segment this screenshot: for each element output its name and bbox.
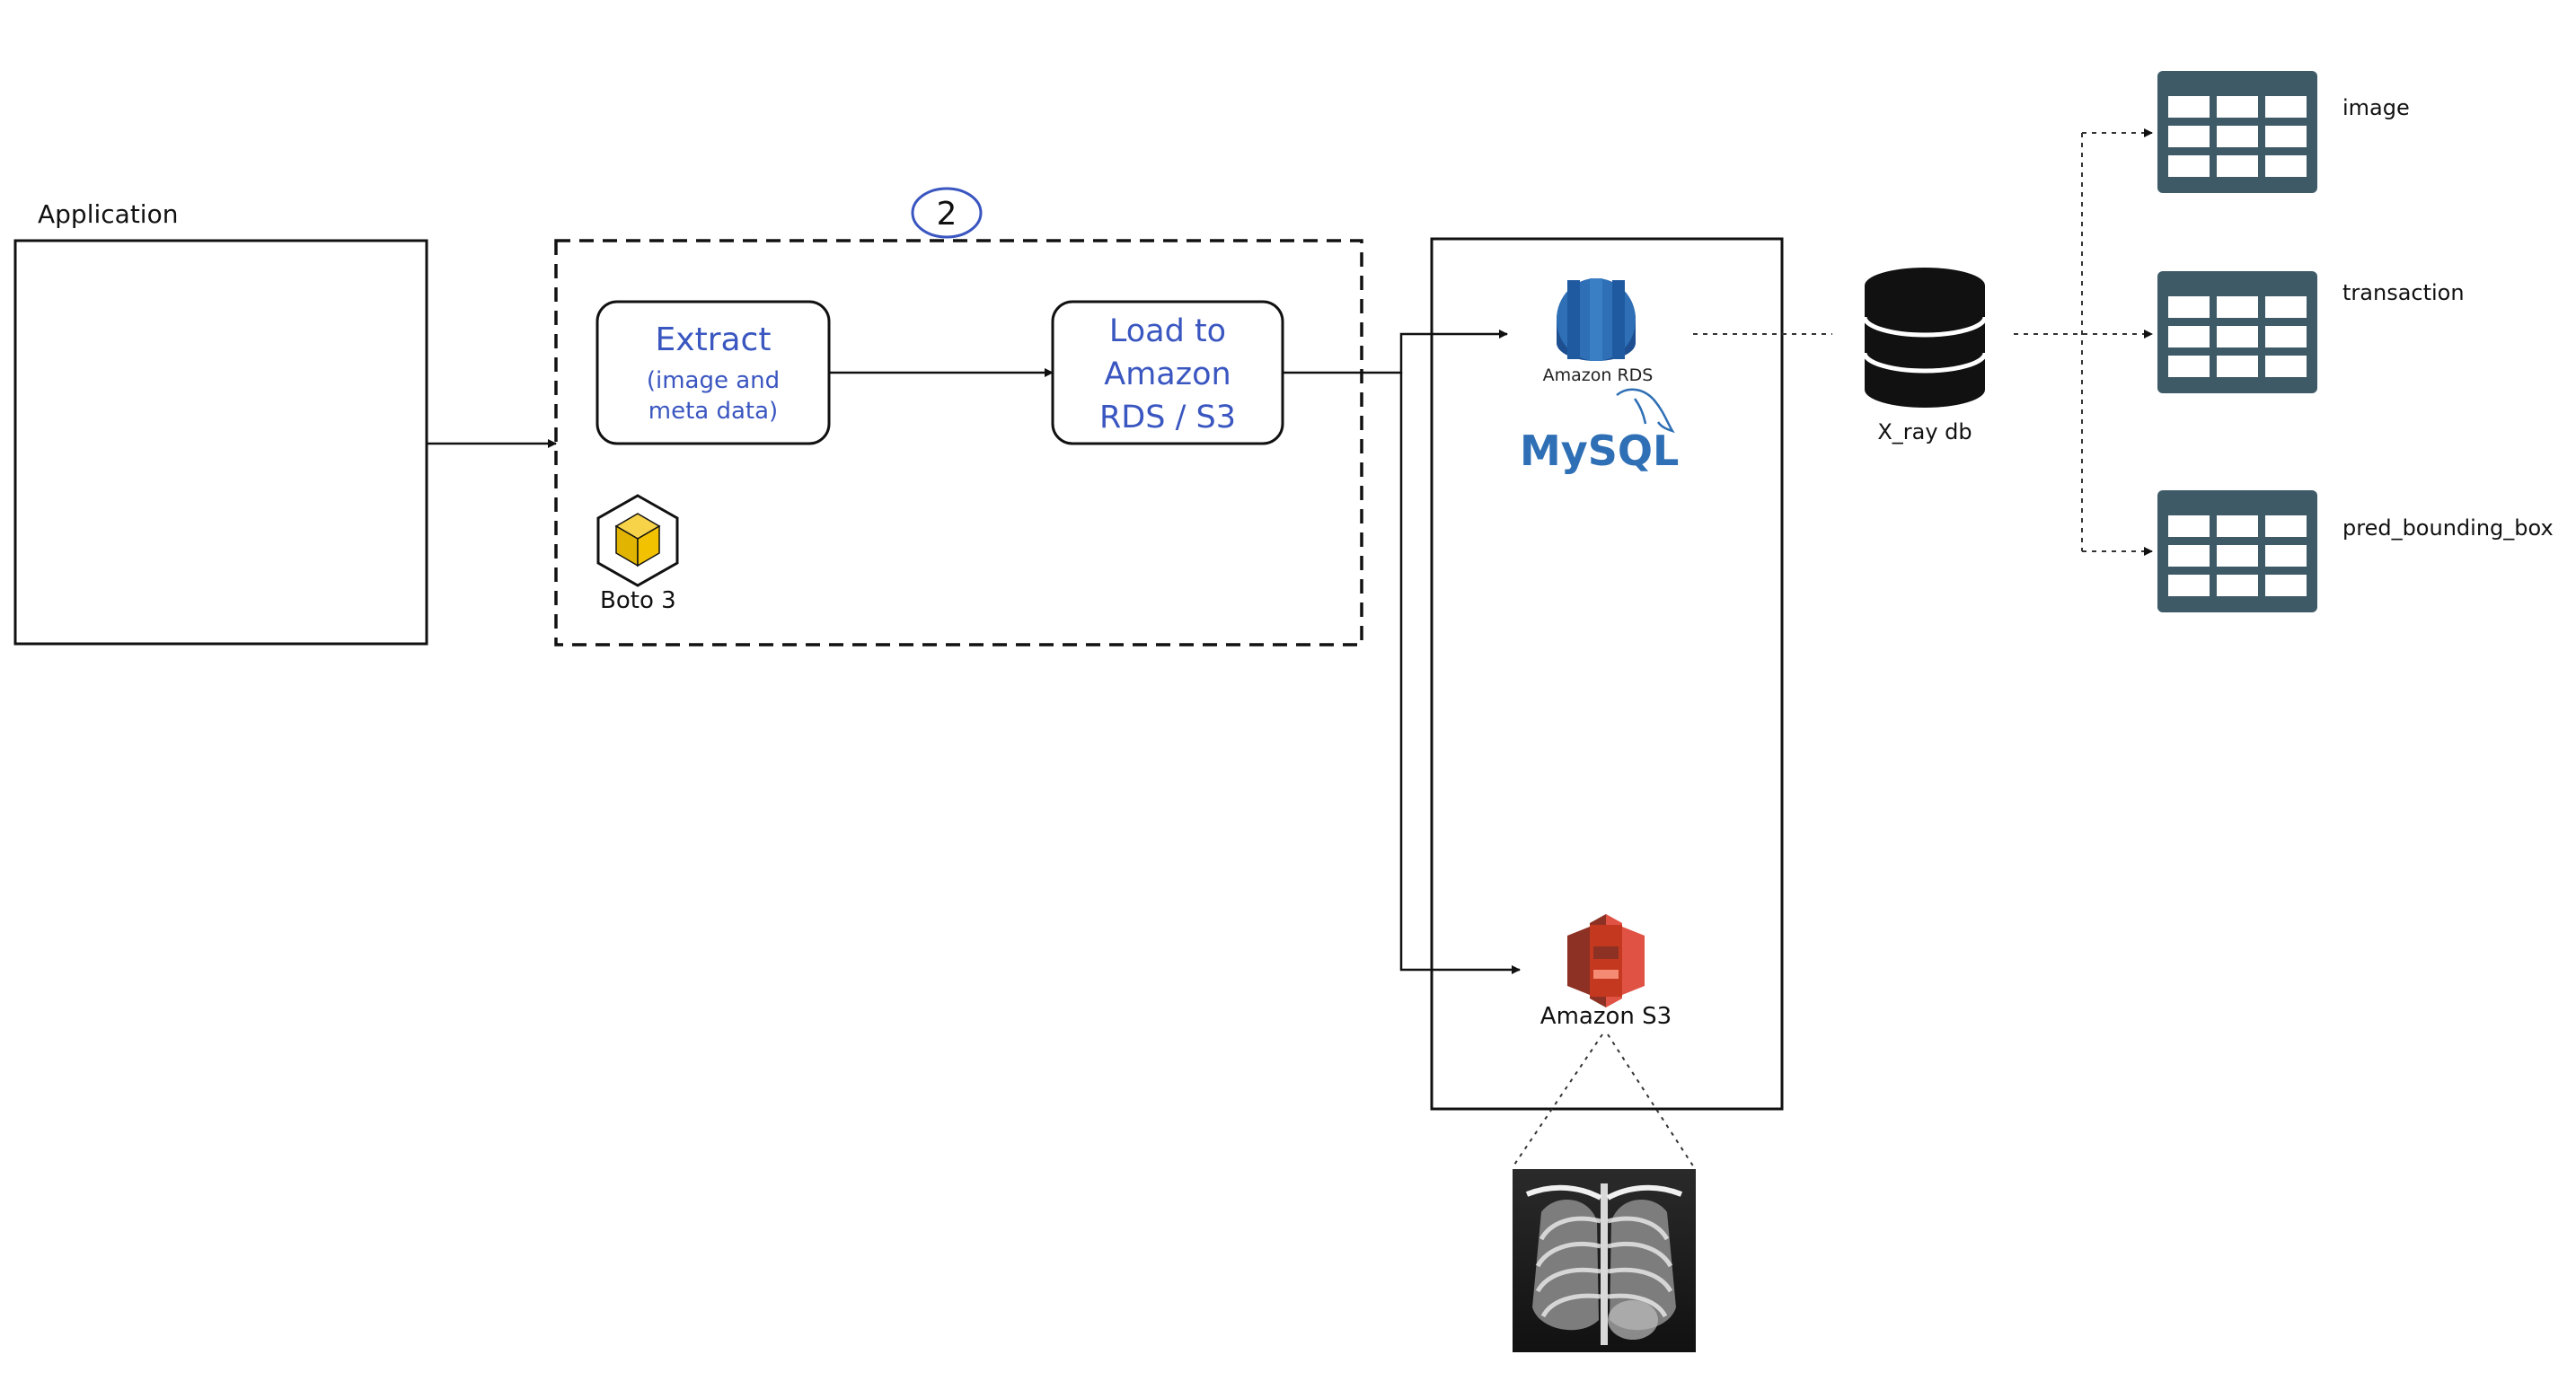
extract-title: Extract bbox=[656, 321, 772, 358]
step-marker-number: 2 bbox=[937, 196, 957, 233]
connector-load-to-s3 bbox=[1399, 373, 1521, 974]
amazon-rds-icon bbox=[1557, 278, 1636, 361]
load-line2: Amazon bbox=[1104, 356, 1231, 392]
s3-label: Amazon S3 bbox=[1540, 1003, 1672, 1030]
rds-label: Amazon RDS bbox=[1543, 365, 1654, 385]
mysql-dolphin-icon bbox=[1616, 388, 1675, 434]
extract-subtitle-line2: meta data) bbox=[648, 398, 778, 425]
table-label-pred-bounding-box: pred_bounding_box bbox=[2342, 515, 2554, 541]
connector-load-to-storage bbox=[1283, 330, 1508, 374]
database-label: X_ray db bbox=[1877, 419, 1972, 444]
etl-process-container bbox=[554, 239, 1363, 647]
extract-subtitle-line1: (image and bbox=[647, 367, 780, 394]
xray-zoom-lines bbox=[1512, 1034, 1695, 1168]
step-marker-circle bbox=[911, 187, 983, 239]
boto-label: Boto 3 bbox=[600, 587, 676, 614]
load-line3: RDS / S3 bbox=[1099, 400, 1236, 435]
amazon-s3-icon bbox=[1567, 914, 1645, 1007]
table-icon bbox=[2157, 490, 2317, 612]
mysql-label: MySQL bbox=[1520, 427, 1679, 475]
table-icon bbox=[2157, 271, 2317, 393]
application-label: Application bbox=[38, 199, 178, 229]
xray-image bbox=[1513, 1169, 1696, 1352]
database-icon bbox=[1862, 268, 1988, 408]
table-label-transaction: transaction bbox=[2342, 280, 2465, 305]
table-icon bbox=[2157, 71, 2317, 193]
cube-icon bbox=[596, 494, 679, 587]
load-line1: Load to bbox=[1109, 313, 1226, 349]
connector-db-to-tables bbox=[2014, 128, 2153, 556]
storage-container bbox=[1430, 237, 1784, 1111]
application-box[interactable] bbox=[13, 239, 428, 646]
table-label-image: image bbox=[2342, 95, 2410, 120]
